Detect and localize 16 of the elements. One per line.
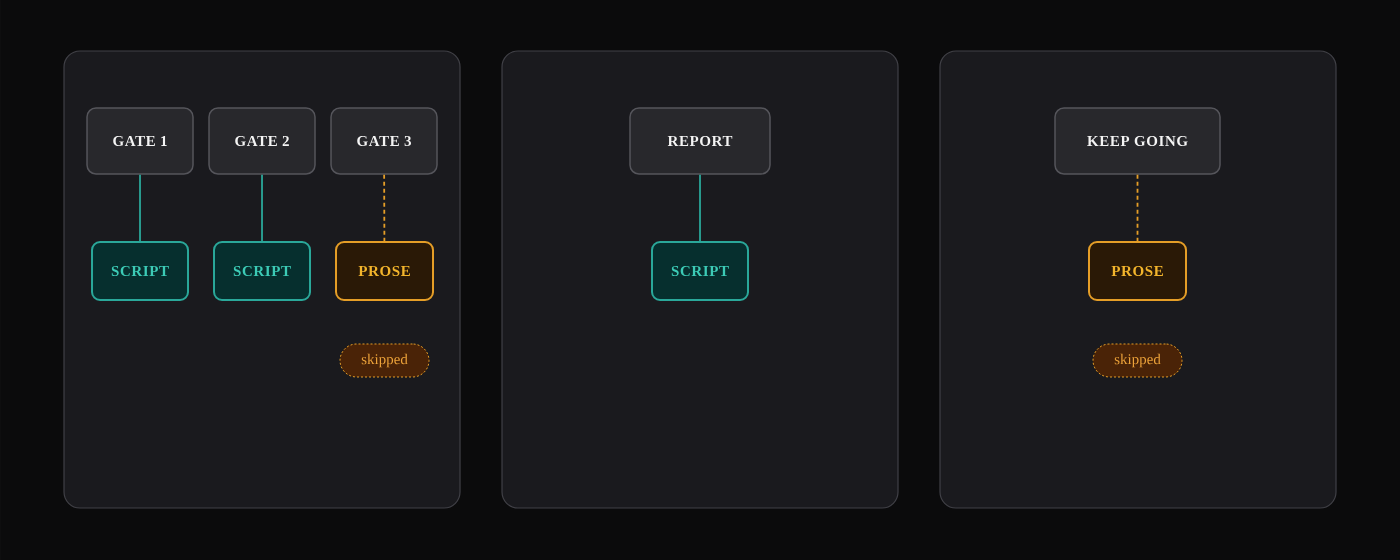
step-box: GATE 1 bbox=[86, 107, 194, 175]
connector-line bbox=[383, 173, 386, 242]
step-box: GATE 3 bbox=[330, 107, 438, 175]
panel bbox=[501, 50, 899, 509]
tag-box: PROSE bbox=[1088, 241, 1187, 301]
connector-line bbox=[261, 173, 263, 242]
step-box: GATE 2 bbox=[208, 107, 316, 175]
tag-box: SCRIPT bbox=[213, 241, 311, 301]
step-box: KEEP GOING bbox=[1054, 107, 1221, 175]
tag-box: PROSE bbox=[335, 241, 434, 301]
step-box: REPORT bbox=[629, 107, 771, 175]
connector-line bbox=[699, 173, 701, 242]
tag-box: SCRIPT bbox=[651, 241, 749, 301]
connector-line bbox=[139, 173, 141, 242]
connector-line bbox=[1136, 173, 1139, 242]
tag-box: SCRIPT bbox=[91, 241, 189, 301]
